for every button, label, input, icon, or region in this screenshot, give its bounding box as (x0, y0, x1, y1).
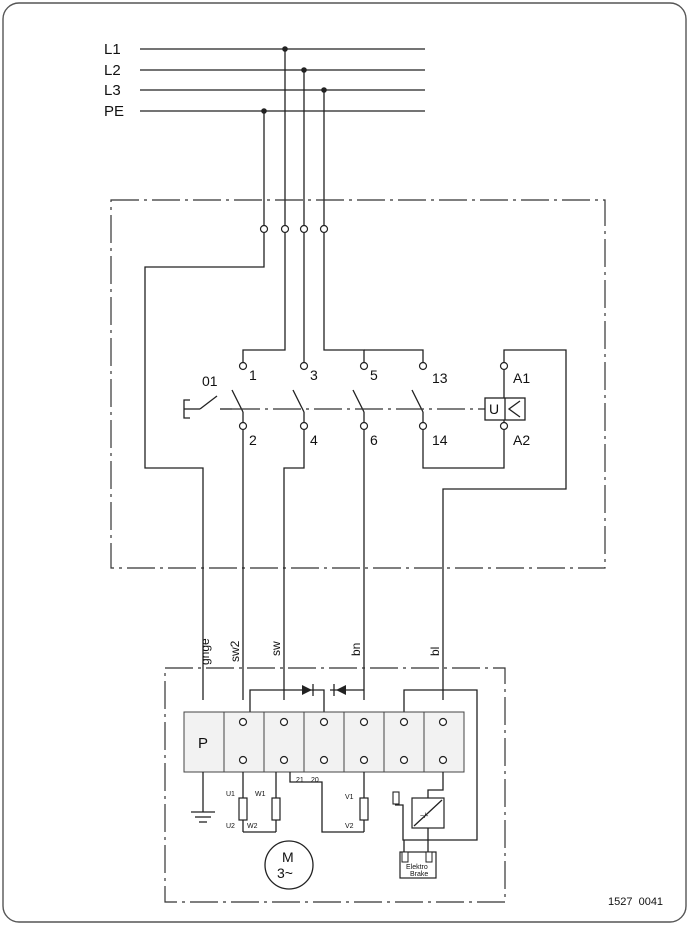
label-contact-6: 6 (370, 432, 378, 448)
terminal-box-housing (164, 667, 506, 903)
aux-label-21: 21 (296, 777, 304, 784)
winding-label-u1: U1 (226, 791, 235, 798)
supply-drops (263, 49, 325, 225)
coil-symbol: U (489, 401, 499, 417)
rectifier (411, 772, 445, 829)
label-contact-3: 3 (310, 367, 318, 383)
label-contact-13: 13 (432, 370, 448, 386)
motor-phase: 3~ (277, 865, 293, 881)
wire-label-bn: bn (349, 643, 363, 656)
contact-3-4 (292, 361, 309, 431)
supply-lines (140, 46, 425, 114)
wire-label-sw: sw (269, 641, 283, 656)
pe-terminal-label: P (198, 735, 208, 752)
motor-windings (238, 772, 369, 833)
wire-label-bl: bl (428, 647, 442, 656)
label-contact-4: 4 (310, 432, 318, 448)
label-contact-1: 1 (249, 367, 257, 383)
rectifier-diodes (249, 684, 478, 841)
winding-label-w1: W1 (255, 791, 266, 798)
main-switch-01 (183, 395, 232, 419)
label-coil-a1: A1 (513, 370, 530, 386)
label-main-switch: 01 (202, 373, 218, 389)
winding-label-u2: U2 (226, 823, 235, 830)
contactor-housing (110, 199, 606, 569)
label-pe: PE (104, 103, 124, 120)
brake (399, 828, 437, 879)
label-contact-2: 2 (249, 432, 257, 448)
label-contact-14: 14 (432, 432, 448, 448)
contact-5-6 (352, 361, 369, 431)
motor-icon (264, 840, 314, 890)
label-l3: L3 (104, 82, 121, 99)
label-contact-5: 5 (370, 367, 378, 383)
brake-switch (392, 791, 400, 805)
figure-id: 1527 0041 (608, 896, 663, 908)
brake-label-2: Brake (410, 871, 428, 878)
label-l2: L2 (104, 62, 121, 79)
winding-label-v1: V1 (345, 794, 354, 801)
contact-1-2 (231, 361, 248, 431)
contact-13-14 (411, 361, 428, 431)
contactor-wiring (144, 233, 567, 700)
entry-terminals (259, 224, 329, 234)
wire-label-gnge: gnge (198, 638, 212, 665)
winding-label-w2: W2 (247, 823, 258, 830)
brake-label-1: Elektro (406, 864, 428, 871)
winding-label-v2: V2 (345, 823, 354, 830)
aux-label-20: 20 (311, 777, 319, 784)
earth-icon (191, 772, 215, 823)
terminal-strip (183, 711, 465, 773)
rectifier-symbol: ~/- (420, 813, 429, 820)
label-coil-a2: A2 (513, 432, 530, 448)
wire-label-sw2: sw2 (228, 640, 242, 662)
coil (484, 361, 526, 431)
motor-label: M (282, 849, 294, 865)
label-l1: L1 (104, 41, 121, 58)
